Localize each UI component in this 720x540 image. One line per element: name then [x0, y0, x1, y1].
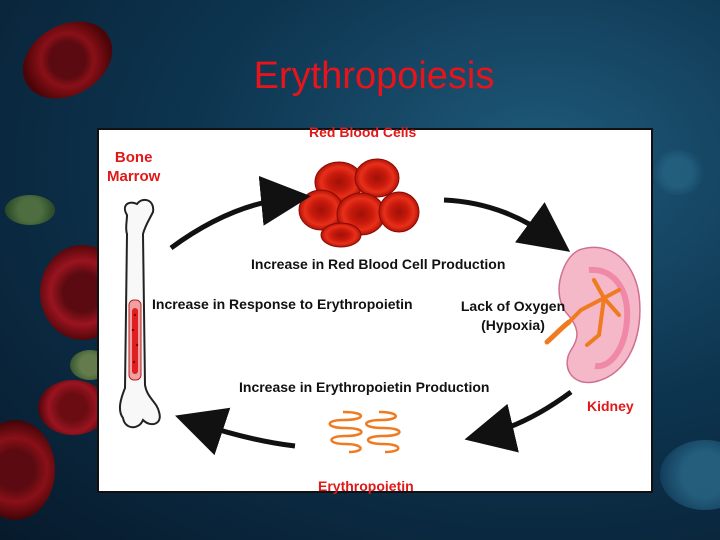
label-rbc-production: Increase in Red Blood Cell Production — [251, 256, 506, 272]
label-red-blood-cells: Red Blood Cells — [309, 124, 417, 140]
diagram-panel: Bone Marrow Red Blood Cells Kidney Eryth… — [97, 124, 653, 494]
bone-marrow-illustration — [118, 198, 161, 429]
background-cell-green — [5, 195, 55, 225]
background-blood-cell — [0, 420, 55, 520]
arrow-kidney-to-epo — [464, 389, 573, 453]
red-blood-cells-illustration — [298, 158, 420, 248]
label-lack-of-oxygen: Lack of Oxygen — [460, 298, 566, 314]
label-kidney: Kidney — [587, 398, 634, 414]
diagram-graphics — [118, 158, 641, 456]
background-cell-blue — [650, 150, 705, 195]
arrow-epo-to-marrow — [175, 407, 296, 456]
background-blood-cell — [38, 380, 108, 435]
erythropoietin-illustration — [328, 410, 401, 454]
label-erythropoietin: Erythropoietin — [318, 478, 414, 494]
label-hypoxia: (Hypoxia) — [481, 317, 545, 333]
kidney-illustration — [544, 246, 641, 384]
arrow-marrow-to-rbc — [169, 175, 311, 251]
label-epo-production: Increase in Erythropoietin Production — [239, 379, 490, 395]
arrow-rbc-to-kidney — [443, 197, 571, 252]
slide-title: Erythropoiesis — [253, 55, 495, 97]
label-response-to-epo: Increase in Response to Erythropoietin — [152, 296, 413, 312]
label-bone-marrow: Bone Marrow — [107, 149, 161, 185]
background-cell-blue — [660, 440, 720, 510]
